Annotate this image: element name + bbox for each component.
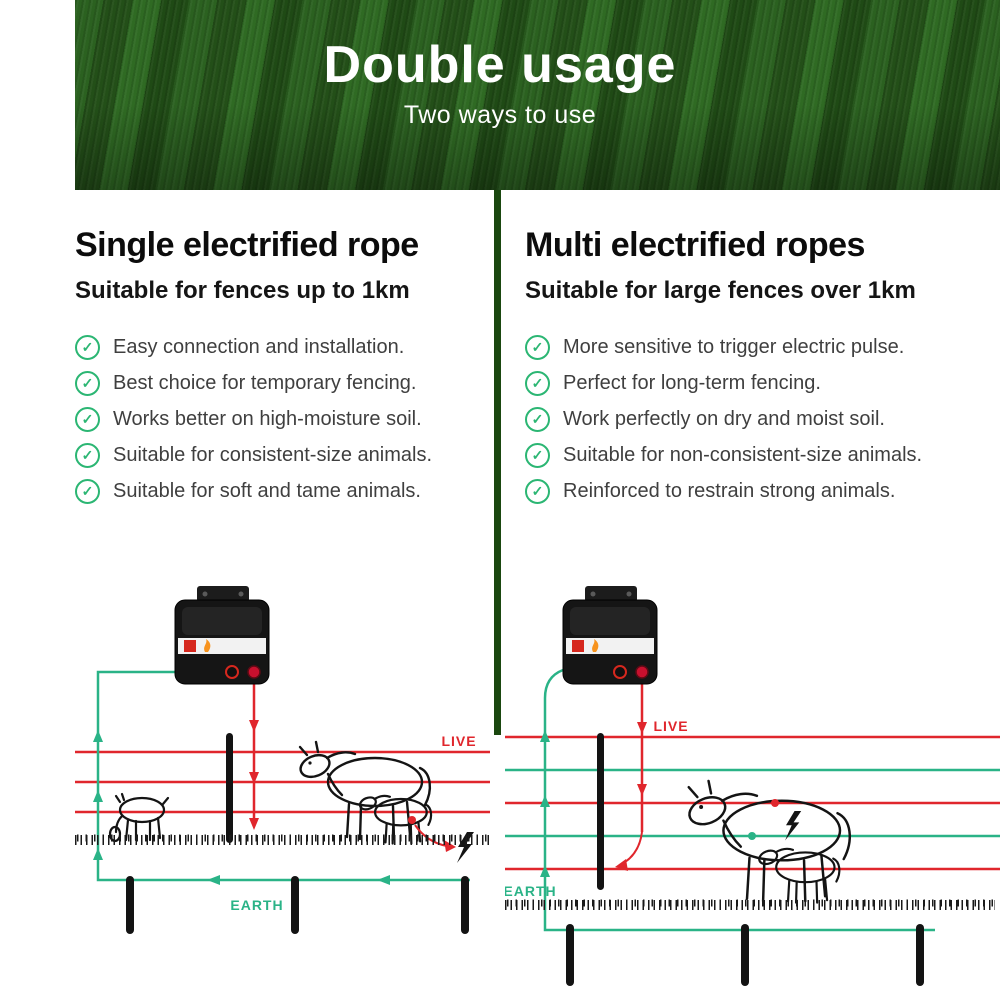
ground-rods	[126, 876, 469, 934]
left-subtitle: Suitable for fences up to 1km	[75, 276, 410, 304]
lightning-icon	[457, 832, 474, 863]
checklist-item: ✓ Perfect for long-term fencing.	[525, 366, 950, 402]
earth-wire	[540, 668, 935, 932]
cow	[687, 779, 851, 903]
left-checklist: ✓ Easy connection and installation. ✓ Best…	[75, 330, 500, 510]
checklist-item-text: Easy connection and installation.	[113, 336, 405, 359]
live-wire	[249, 678, 259, 830]
left-title: Single electrified rope	[75, 226, 419, 264]
checklist-item: ✓ Works better on high-moisture soil.	[75, 402, 500, 438]
check-icon: ✓	[525, 335, 550, 361]
ground-rod	[566, 924, 574, 986]
live-wire	[615, 678, 647, 871]
live-label: LIVE	[441, 733, 476, 749]
checklist-item-text: Best choice for temporary fencing.	[113, 372, 417, 395]
banner-text: Double usage Two ways to use	[0, 0, 1000, 190]
banner-title: Double usage	[323, 36, 677, 94]
grass-line	[505, 899, 995, 910]
single-rope-diagram: LIVE EARTH	[75, 586, 490, 934]
checklist-item-text: Suitable for consistent-size animals.	[113, 444, 433, 467]
calf	[758, 847, 841, 904]
checklist-item-text: Suitable for non-consistent-size animals…	[563, 444, 923, 467]
checklist-item-text: Suitable for soft and tame animals.	[113, 480, 421, 503]
center-divider	[494, 190, 501, 735]
check-icon: ✓	[75, 371, 100, 397]
check-icon: ✓	[75, 407, 100, 433]
ground-rod	[126, 876, 134, 934]
fence-post	[226, 733, 233, 843]
earth-wire	[93, 670, 470, 885]
checklist-item-text: More sensitive to trigger electric pulse…	[563, 336, 905, 359]
energiser	[562, 586, 658, 685]
left-column: Single electrified rope Suitable for fen…	[75, 226, 500, 510]
earth-label: EARTH	[505, 883, 557, 899]
checklist-item: ✓ Work perfectly on dry and moist soil.	[525, 402, 950, 438]
fence-post	[597, 733, 604, 890]
checklist-item: ✓ Suitable for consistent-size animals.	[75, 438, 500, 474]
checklist-item-text: Reinforced to restrain strong animals.	[563, 480, 896, 503]
calf	[358, 794, 433, 845]
energiser	[174, 586, 270, 685]
right-subtitle: Suitable for large fences over 1km	[525, 276, 916, 304]
live-fence-lines	[75, 750, 490, 814]
ground-rod	[291, 876, 299, 934]
check-icon: ✓	[525, 479, 550, 505]
live-fence-lines	[505, 735, 1000, 871]
check-icon: ✓	[525, 407, 550, 433]
ground-rod	[741, 924, 749, 986]
checklist-item: ✓ Suitable for soft and tame animals.	[75, 474, 500, 510]
checklist-item-text: Perfect for long-term fencing.	[563, 372, 821, 395]
ground-rods	[566, 924, 924, 986]
right-checklist: ✓ More sensitive to trigger electric puls…	[525, 330, 950, 510]
check-icon: ✓	[75, 335, 100, 361]
check-icon: ✓	[75, 443, 100, 469]
checklist-item: ✓ Reinforced to restrain strong animals.	[525, 474, 950, 510]
grass-banner	[75, 0, 1000, 190]
shock-point-earth	[748, 832, 756, 840]
checklist-item: ✓ More sensitive to trigger electric puls…	[525, 330, 950, 366]
live-label: LIVE	[653, 718, 688, 734]
checklist-item: ✓ Best choice for temporary fencing.	[75, 366, 500, 402]
grass-line	[75, 834, 490, 845]
earth-label: EARTH	[230, 897, 283, 913]
check-icon: ✓	[525, 443, 550, 469]
checklist-item-text: Work perfectly on dry and moist soil.	[563, 408, 885, 431]
banner-subtitle: Two ways to use	[403, 100, 597, 129]
right-title: Multi electrified ropes	[525, 226, 865, 264]
checklist-item: ✓ Easy connection and installation.	[75, 330, 500, 366]
check-icon: ✓	[525, 371, 550, 397]
checklist-item: ✓ Suitable for non-consistent-size animal…	[525, 438, 950, 474]
shock-arrow	[414, 824, 456, 852]
ground-rod	[916, 924, 924, 986]
checklist-item-text: Works better on high-moisture soil.	[113, 408, 422, 431]
shock-point	[408, 816, 416, 824]
multi-rope-diagram: LIVE EARTH	[505, 586, 1000, 986]
shock-point-live	[771, 799, 779, 807]
check-icon: ✓	[75, 479, 100, 505]
lightning-icon	[785, 811, 802, 841]
right-column: Multi electrified ropes Suitable for lar…	[525, 226, 950, 510]
goat	[108, 792, 170, 843]
ground-rod	[461, 876, 469, 934]
